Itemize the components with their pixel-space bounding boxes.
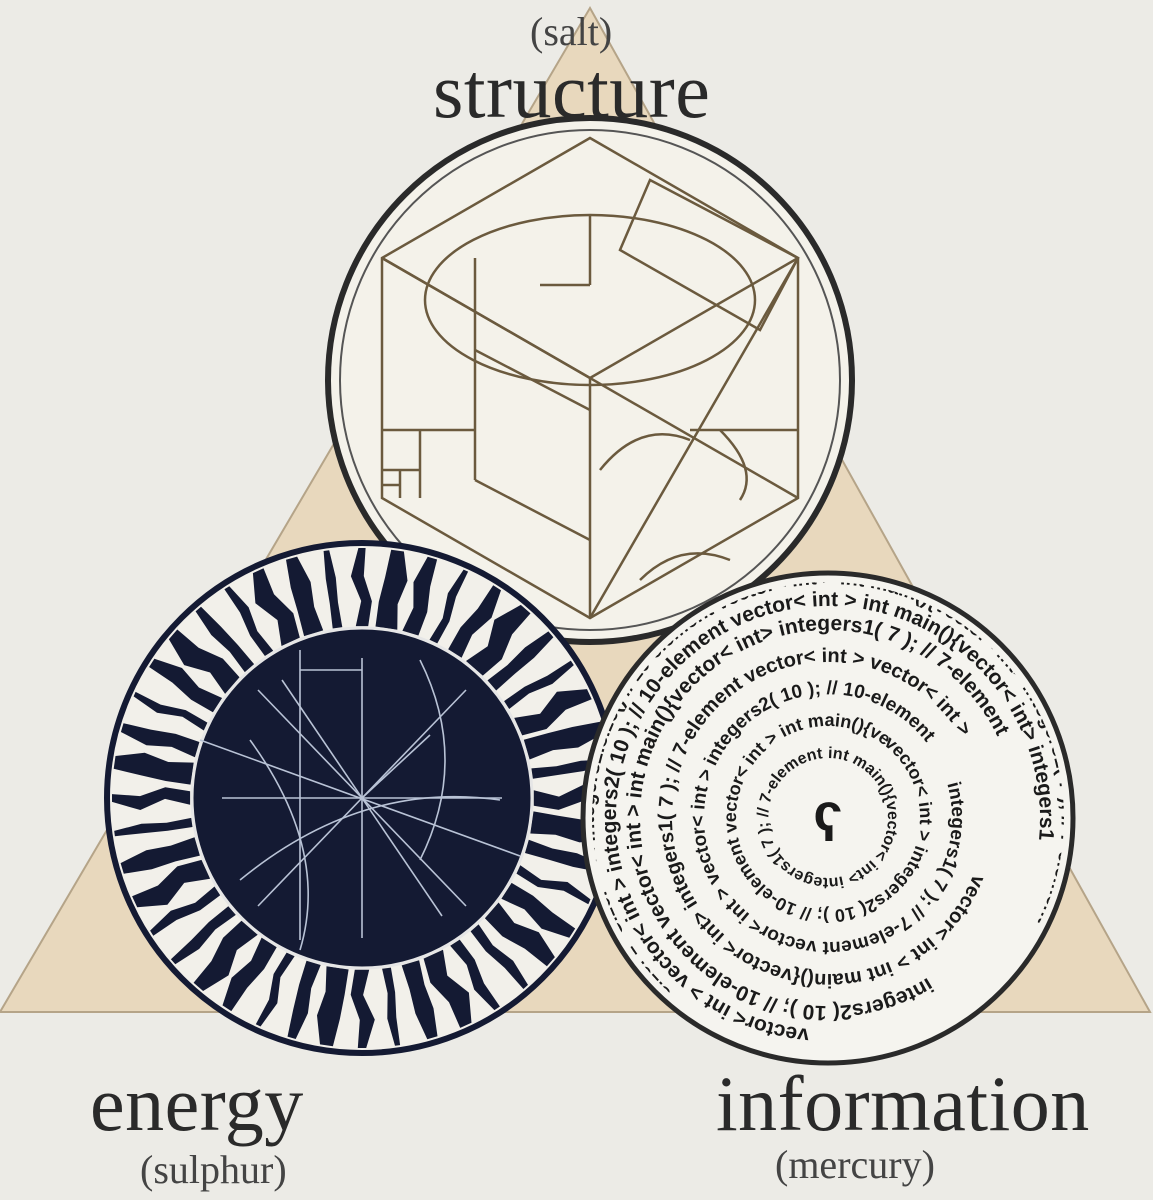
flame-ray xyxy=(470,924,528,989)
energy-label: energy xyxy=(90,1060,304,1147)
hexagonal-cube-drawing xyxy=(380,136,800,620)
flame-ray xyxy=(133,691,208,731)
flame-ray xyxy=(222,937,277,1012)
flame-ray xyxy=(382,967,401,1046)
flame-ray xyxy=(170,906,236,965)
flame-ray xyxy=(168,629,240,694)
flame-ray xyxy=(120,837,200,874)
flame-ray xyxy=(504,660,574,709)
salt-label: (salt) xyxy=(530,9,613,54)
information-label: information xyxy=(716,1060,1090,1147)
flame-ray xyxy=(114,817,193,837)
flame-ray xyxy=(501,882,576,938)
mercury-label: (mercury) xyxy=(775,1142,935,1187)
flame-ray xyxy=(350,548,372,627)
information-circle: int main(){vector< int> integers1( 7 ); … xyxy=(580,570,1076,1066)
flame-ray xyxy=(149,658,223,713)
energy-circle xyxy=(104,540,620,1056)
flame-ray xyxy=(113,752,194,785)
flame-ray xyxy=(323,550,343,629)
flame-ray xyxy=(112,787,191,810)
flame-ray xyxy=(514,689,592,736)
flame-ray xyxy=(429,569,469,644)
flame-ray xyxy=(120,723,200,758)
flame-ray xyxy=(523,721,604,760)
flame-ray xyxy=(255,952,295,1027)
flame-ray xyxy=(423,949,472,1028)
flame-ray xyxy=(516,865,591,905)
flame-ray xyxy=(132,859,211,908)
flame-ray xyxy=(350,969,375,1048)
flame-ray xyxy=(150,886,221,936)
flame-ray xyxy=(487,631,554,691)
structure-label: structure xyxy=(433,47,711,134)
flame-ray xyxy=(317,966,349,1047)
flame-ray xyxy=(466,604,531,676)
structure-circle xyxy=(325,115,855,645)
sulphur-label: (sulphur) xyxy=(140,1147,287,1192)
flame-ray xyxy=(402,556,438,636)
flame-ray xyxy=(450,939,500,1011)
flame-ray xyxy=(448,585,501,658)
flame-ray xyxy=(224,586,274,656)
energy-geometry-lines xyxy=(199,650,521,951)
flame-ray xyxy=(193,920,258,991)
center-glyph: ҁ xyxy=(814,784,843,842)
flame-ray xyxy=(287,960,321,1039)
flame-ray xyxy=(195,606,255,673)
flame-ray xyxy=(375,549,408,630)
flame-ray xyxy=(286,556,324,637)
flame-ray xyxy=(252,568,300,646)
flame-ray xyxy=(401,960,438,1040)
flame-ray xyxy=(525,839,603,873)
flame-ray xyxy=(484,902,555,967)
